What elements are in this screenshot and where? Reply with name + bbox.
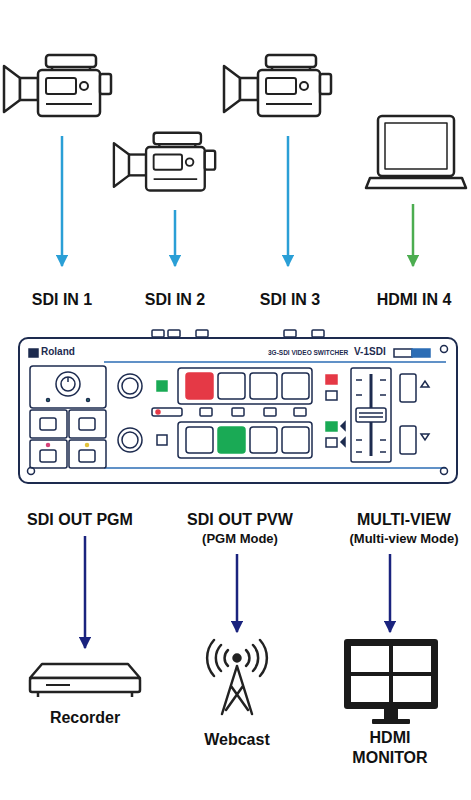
switcher-panel	[28, 330, 448, 475]
output-arrow	[389, 554, 392, 632]
port-name: SDI IN 1	[32, 290, 92, 310]
port-name: SDI OUT PVW	[187, 510, 293, 530]
monitor-icon	[344, 639, 438, 724]
port-label: SDI IN 3	[260, 290, 320, 310]
device-box: Webcast	[182, 634, 292, 750]
recorder-icon	[30, 664, 140, 697]
webcast-icon	[207, 640, 267, 714]
camera-icon	[224, 55, 331, 116]
switcher-box: Roland 3G-SDI VIDEO SWITCHER V-1SDI	[18, 337, 458, 484]
port-label: HDMI IN 4	[377, 290, 452, 310]
port-name: SDI OUT PGM	[27, 510, 133, 530]
device-name: Webcast	[204, 730, 270, 750]
device-name: HDMI MONITOR	[338, 728, 442, 768]
port-label: MULTI-VIEW(Multi-view Mode)	[349, 510, 458, 548]
port-label: SDI IN 2	[145, 290, 205, 310]
port-label: SDI OUT PVW(PGM Mode)	[187, 510, 293, 548]
mode-note: (Multi-view Mode)	[349, 530, 458, 548]
device-box: HDMI MONITOR	[325, 634, 455, 768]
output-arrow	[236, 554, 239, 632]
port-label: SDI OUT PGM	[27, 510, 133, 530]
brand-logo: Roland	[41, 347, 75, 357]
port-name: SDI IN 2	[145, 290, 205, 310]
device-name: Recorder	[50, 708, 120, 728]
device-box: Recorder	[25, 650, 145, 728]
camera-icon	[4, 55, 111, 116]
model-name: V-1SDI	[354, 347, 386, 357]
camera-icon	[114, 133, 215, 191]
port-name: MULTI-VIEW	[349, 510, 458, 530]
output-arrow	[84, 536, 87, 648]
input-arrow	[62, 136, 413, 266]
mode-note: (PGM Mode)	[187, 530, 293, 548]
port-label: SDI IN 1	[32, 290, 92, 310]
port-name: HDMI IN 4	[377, 290, 452, 310]
port-name: SDI IN 3	[260, 290, 320, 310]
laptop-icon	[366, 116, 466, 188]
product-type: 3G-SDI VIDEO SWITCHER	[268, 350, 348, 357]
